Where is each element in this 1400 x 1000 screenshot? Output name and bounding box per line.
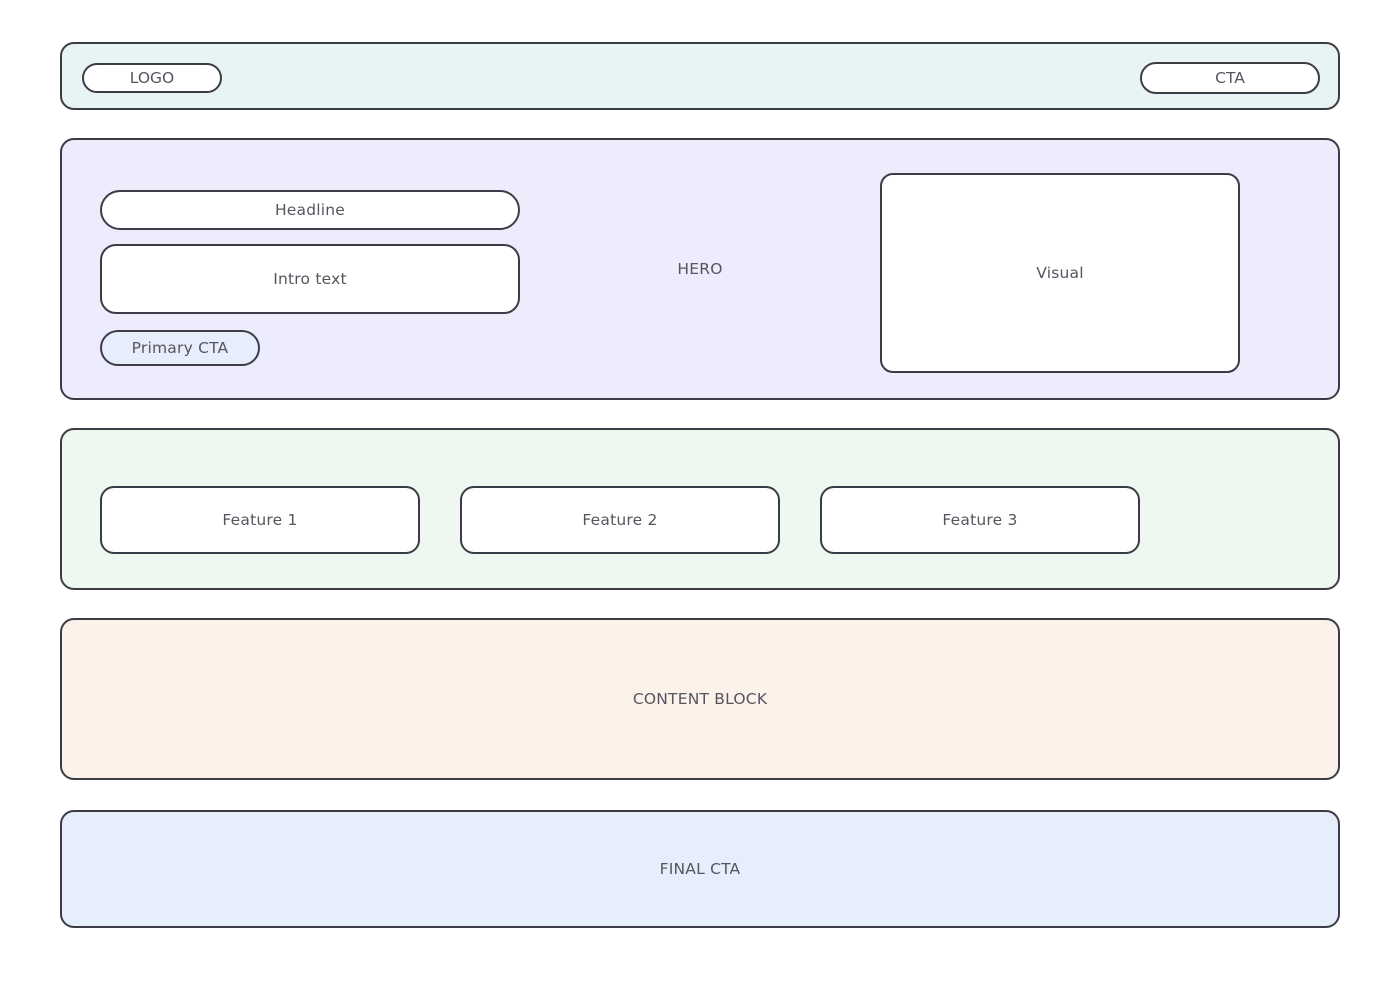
hero-visual-placeholder: Visual (880, 173, 1240, 373)
hero-inner: HERO Headline Intro text Primary CTA Vis… (62, 140, 1338, 398)
header-cta-label: CTA (1215, 69, 1245, 87)
content-block-label: CONTENT BLOCK (632, 690, 768, 708)
content-block-section: CONTENT BLOCK (60, 618, 1340, 780)
hero-headline-placeholder: Headline (100, 190, 520, 230)
hero-intro-placeholder: Intro text (100, 244, 520, 314)
header-inner: LOGO CTA (62, 44, 1338, 108)
feature-card[interactable]: Feature 1 (100, 486, 420, 554)
feature-card-label: Feature 1 (222, 511, 298, 529)
feature-card[interactable]: Feature 2 (460, 486, 780, 554)
header-section: LOGO CTA (60, 42, 1340, 110)
logo-label: LOGO (129, 69, 175, 87)
feature-card[interactable]: Feature 3 (820, 486, 1140, 554)
final-cta-section[interactable]: FINAL CTA (60, 810, 1340, 928)
hero-intro-label: Intro text (273, 270, 347, 288)
hero-primary-cta-label: Primary CTA (131, 339, 229, 357)
header-cta-button[interactable]: CTA (1140, 62, 1320, 94)
hero-visual-label: Visual (1036, 264, 1084, 282)
hero-section: HERO Headline Intro text Primary CTA Vis… (60, 138, 1340, 400)
feature-card-label: Feature 3 (942, 511, 1018, 529)
features-section: Feature 1 Feature 2 Feature 3 (60, 428, 1340, 590)
final-cta-label: FINAL CTA (659, 860, 741, 878)
feature-card-label: Feature 2 (582, 511, 658, 529)
hero-primary-cta-button[interactable]: Primary CTA (100, 330, 260, 366)
hero-headline-label: Headline (274, 201, 346, 219)
hero-label-text: HERO (677, 260, 723, 278)
features-inner: Feature 1 Feature 2 Feature 3 (62, 430, 1338, 588)
logo-placeholder[interactable]: LOGO (82, 63, 222, 93)
